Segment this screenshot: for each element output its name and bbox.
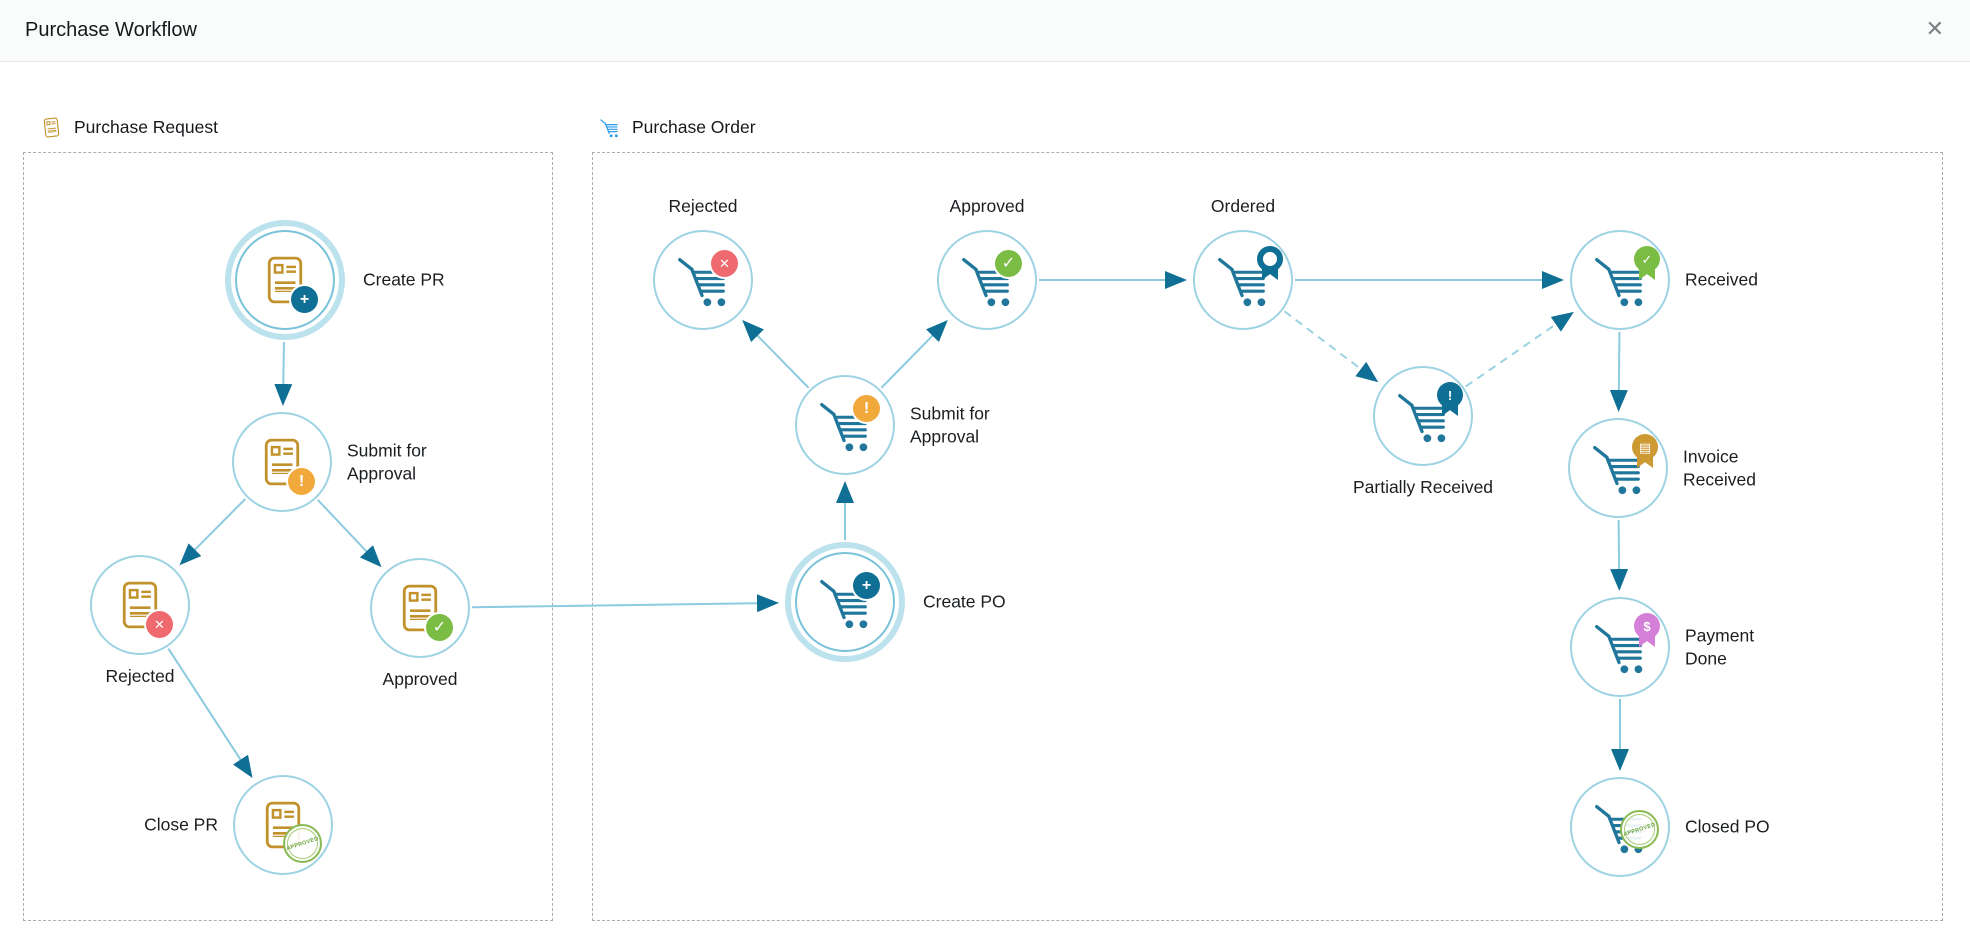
node-circle[interactable]: !	[1373, 366, 1473, 466]
section-label-purchase-request: Purchase Request	[74, 117, 218, 137]
rejected-badge-icon: ✕	[711, 250, 738, 277]
section-label-purchase-order: Purchase Order	[632, 117, 756, 137]
node-circle[interactable]: ✕	[653, 230, 753, 330]
node-label: Received	[1685, 269, 1758, 290]
node-po-partially-received[interactable]: ! Partially Received	[1353, 366, 1493, 497]
node-po-rejected[interactable]: ✕ Rejected	[653, 196, 753, 330]
received-medal-icon: ✓	[1634, 246, 1660, 282]
dialog-title: Purchase Workflow	[25, 19, 197, 41]
node-circle[interactable]: APPROVED	[1570, 777, 1670, 877]
approved-badge-icon: ✓	[426, 614, 453, 641]
node-create-po-circle[interactable]: +	[795, 552, 895, 652]
node-po-ordered[interactable]: Ordered	[1193, 196, 1293, 330]
approved-badge-icon: ✓	[995, 250, 1022, 277]
node-label: Partially Received	[1352, 477, 1494, 497]
add-badge-icon: +	[853, 572, 880, 599]
node-pr-rejected[interactable]: ✕ Rejected	[90, 555, 190, 686]
approved-stamp-icon: APPROVED	[1620, 810, 1659, 849]
pending-badge-icon: !	[288, 468, 315, 495]
node-create-po[interactable]: + Create PO	[795, 552, 1006, 652]
section-header-purchase-order: Purchase Order	[598, 116, 756, 139]
node-label: Invoice Received	[1683, 446, 1756, 489]
node-po-submit-for-approval[interactable]: ! Submit for Approval	[795, 375, 990, 475]
node-label: Submit for Approval	[910, 403, 990, 446]
node-circle[interactable]	[1193, 230, 1293, 330]
node-circle[interactable]: ▤	[1568, 418, 1668, 518]
node-label: Rejected	[105, 666, 175, 686]
close-icon[interactable]: ✕	[1925, 16, 1944, 41]
node-circle[interactable]: APPROVED	[233, 775, 333, 875]
node-label: Approved	[382, 669, 458, 689]
node-po-received[interactable]: ✓ Received	[1570, 230, 1758, 330]
node-label: Approved	[949, 196, 1025, 217]
node-label: Create PR	[363, 269, 445, 290]
node-po-invoice-received[interactable]: ▤ Invoice Received	[1568, 418, 1756, 518]
purchase-request-group-box	[23, 152, 553, 921]
node-po-approved[interactable]: ✓ Approved	[937, 196, 1037, 330]
payment-medal-icon: $	[1634, 613, 1660, 649]
node-circle[interactable]: !	[232, 412, 332, 512]
node-label: Rejected	[668, 196, 738, 217]
node-label: Create PO	[923, 591, 1006, 612]
partially-received-medal-icon: !	[1437, 382, 1463, 418]
purchase-order-icon	[598, 116, 621, 139]
node-create-pr[interactable]: + Create PR	[235, 230, 445, 330]
node-circle[interactable]: !	[795, 375, 895, 475]
node-label: Ordered	[1210, 196, 1276, 217]
node-label: Payment Done	[1685, 625, 1755, 668]
purchase-request-icon	[39, 115, 64, 140]
node-po-payment-done[interactable]: $ Payment Done	[1570, 597, 1754, 697]
invoice-medal-icon: ▤	[1632, 434, 1658, 470]
node-circle[interactable]: ✓	[937, 230, 1037, 330]
ordered-medal-icon	[1257, 246, 1283, 282]
add-badge-icon: +	[291, 286, 318, 313]
node-close-pr[interactable]: APPROVED Close PR	[144, 775, 333, 875]
node-label: Submit for Approval	[347, 440, 427, 483]
node-circle[interactable]: ✓	[1570, 230, 1670, 330]
purchase-order-group-box	[592, 152, 1943, 921]
section-header-purchase-request: Purchase Request	[40, 116, 218, 139]
node-circle[interactable]: $	[1570, 597, 1670, 697]
node-circle[interactable]: ✕	[90, 555, 190, 655]
node-create-pr-circle[interactable]: +	[235, 230, 335, 330]
node-closed-po[interactable]: APPROVED Closed PO	[1570, 777, 1770, 877]
node-pr-submit-for-approval[interactable]: ! Submit for Approval	[232, 412, 427, 512]
pending-badge-icon: !	[853, 395, 880, 422]
node-label: Close PR	[144, 814, 218, 835]
node-circle[interactable]: ✓	[370, 558, 470, 658]
node-pr-approved[interactable]: ✓ Approved	[370, 558, 470, 689]
dialog-header: Purchase Workflow ✕	[0, 0, 1970, 62]
approved-stamp-icon: APPROVED	[283, 824, 322, 863]
rejected-badge-icon: ✕	[146, 611, 173, 638]
node-label: Closed PO	[1685, 816, 1770, 837]
